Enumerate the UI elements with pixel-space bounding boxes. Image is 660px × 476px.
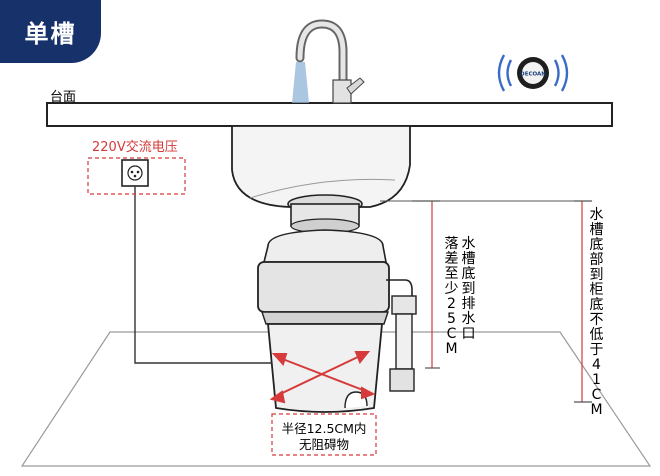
logo-text: DECOAN	[520, 72, 546, 78]
power-label: 220V交流电压	[92, 140, 178, 155]
outlet-diameter-label-2: 无阻碍物	[298, 437, 349, 452]
drop-dimension	[412, 200, 440, 369]
countertop-label: 台面	[50, 90, 77, 105]
countertop-slab	[46, 102, 613, 127]
cabinet-height-label: 水槽底部到柜底不低于41CM	[589, 207, 604, 418]
power-cable	[134, 186, 272, 364]
diameter-arrows	[269, 351, 376, 404]
food-disposer	[257, 194, 390, 413]
wireless-switch-icon: DECOAN	[497, 54, 569, 92]
cabinet-dimension	[574, 200, 592, 403]
mode-badge: 单槽	[0, 0, 101, 63]
drop-label-col1: 水槽底到排水口	[461, 236, 476, 342]
drain-pipe	[386, 279, 417, 392]
power-outlet-icon	[121, 159, 149, 187]
diameter-callout-box	[271, 413, 377, 456]
faucet-icon	[292, 19, 365, 104]
power-callout-box	[87, 157, 186, 195]
drop-label-col2: 落差至少25CM	[444, 236, 459, 357]
outlet-diameter-label-1: 半径12.5CM内	[281, 421, 367, 436]
water-stream	[292, 62, 309, 103]
